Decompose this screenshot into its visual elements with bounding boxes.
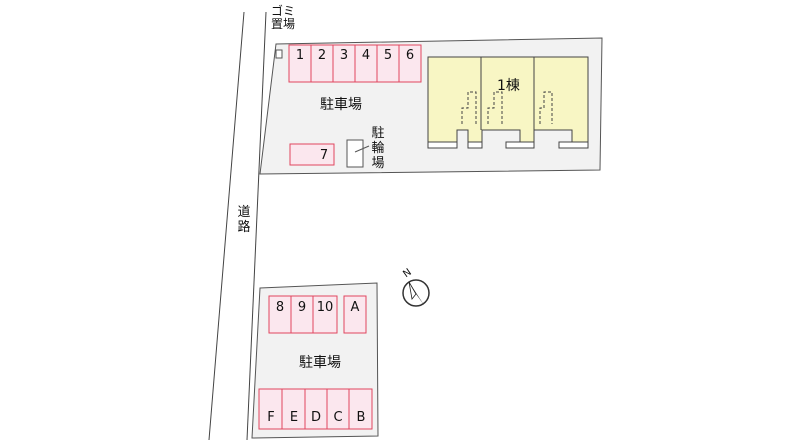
slot-number: 4: [361, 48, 371, 63]
road-label: 道路: [237, 205, 251, 235]
slot-number: 6: [405, 48, 415, 63]
parking-slot-a: [343, 295, 367, 334]
slot-number: 2: [317, 48, 327, 63]
slot-number: F: [267, 410, 275, 425]
slot-number: 1: [295, 48, 305, 63]
north-compass-icon: [402, 279, 430, 307]
parking-label-bottom: 駐車場: [299, 355, 341, 371]
bicycle-box: [346, 139, 364, 168]
garbage-label: ゴミ置場: [270, 4, 295, 31]
slot-number: 3: [339, 48, 349, 63]
parking-slot: [398, 44, 422, 83]
slot-number: D: [310, 410, 321, 425]
top-parking-slots: [288, 44, 422, 83]
slot-number: 9: [297, 300, 307, 315]
garbage-box: [275, 49, 283, 59]
bottom-parking-slots-row1: [268, 295, 338, 334]
road-edge-right: [246, 11, 267, 441]
parking-label-top: 駐車場: [320, 97, 362, 113]
slot-number: C: [333, 410, 343, 425]
slot-number: 8: [275, 300, 285, 315]
slot-number: 7: [319, 148, 329, 163]
slot-number: A: [350, 300, 360, 315]
slot-number: 5: [383, 48, 393, 63]
building: [427, 56, 589, 149]
slot-number: 10: [316, 300, 334, 315]
bicycle-label: 駐輪場: [371, 126, 385, 171]
road-edge-left: [208, 11, 245, 441]
parking-slot: [348, 388, 373, 430]
bicycle-leader-line: [354, 145, 370, 153]
bottom-parking-slots-row2: [258, 388, 373, 430]
parking-slot-7: [289, 143, 335, 166]
parking-slot: [312, 295, 338, 334]
slot-number: E: [289, 410, 299, 425]
building-label: 1棟: [497, 78, 520, 94]
slot-number: B: [356, 410, 366, 425]
